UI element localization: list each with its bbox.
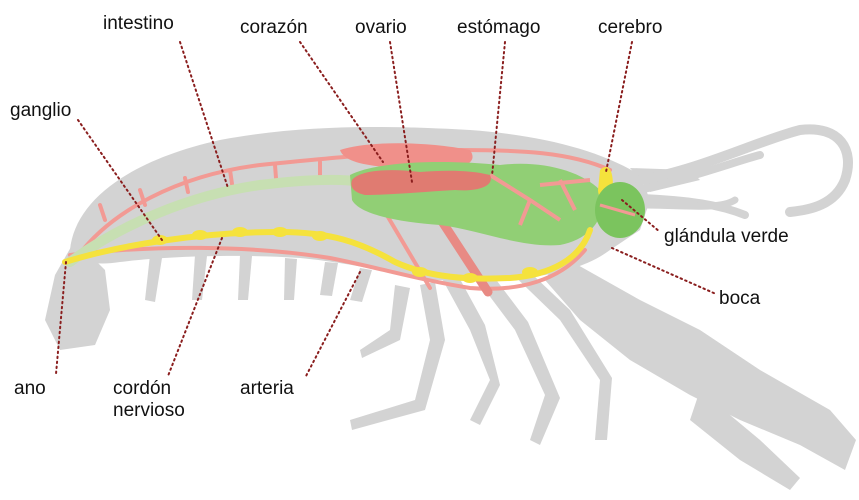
ganglion-5 — [312, 231, 328, 241]
swimmeret-3 — [238, 255, 252, 300]
ganglion-2 — [192, 230, 208, 240]
artery-branch-5 — [275, 165, 276, 178]
label-corazon: corazón — [240, 17, 308, 39]
ganglion-7 — [462, 273, 478, 283]
label-boca: boca — [719, 288, 760, 310]
label-ganglio: ganglio — [10, 100, 71, 122]
label-glandula-verde: glándula verde — [664, 226, 789, 248]
ganglion-8 — [522, 267, 538, 277]
leader-cerebro — [606, 42, 632, 172]
label-intestino: intestino — [103, 13, 174, 35]
ganglion-1 — [152, 235, 168, 245]
ganglion-3 — [232, 227, 248, 237]
label-estomago: estómago — [457, 17, 540, 39]
swimmeret-4 — [284, 258, 297, 300]
ganglion-4 — [272, 227, 288, 237]
swimmeret-5 — [320, 262, 338, 296]
artery-branch-4 — [230, 170, 232, 184]
label-cordon-line2: nervioso — [113, 400, 185, 422]
label-arteria: arteria — [240, 378, 294, 400]
ganglion-6 — [412, 267, 428, 277]
label-cordon: cordón nervioso — [113, 378, 185, 422]
label-cordon-line1: cordón — [113, 378, 185, 400]
label-cerebro: cerebro — [598, 17, 662, 39]
walking-leg-5 — [360, 285, 410, 358]
leader-boca — [612, 248, 716, 294]
label-ano: ano — [14, 378, 46, 400]
swimmeret-1 — [145, 255, 162, 302]
label-ovario: ovario — [355, 17, 407, 39]
